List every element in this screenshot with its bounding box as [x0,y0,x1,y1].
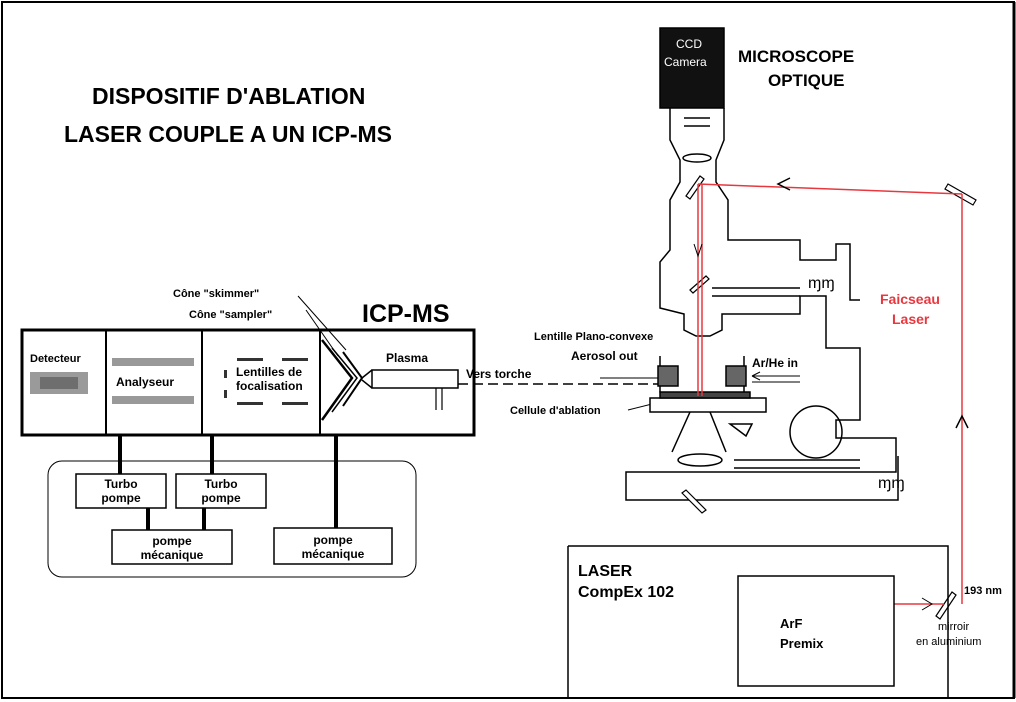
turbo2-label-2: pompe [201,491,241,505]
lentille-label: Lentille Plano-convexe [534,331,653,343]
laser-label-2: CompEx 102 [578,584,674,601]
pompe1-label-1: pompe [152,534,192,548]
cellule-label: Cellule d'ablation [510,405,601,417]
lentilles-label-1: Lentilles de [236,365,302,379]
coil-upper: ɱɱ [808,275,835,292]
miroir-label-1: mirroir [938,621,969,633]
microscope-label-1: MICROSCOPE [738,47,854,66]
cone-sampler-label: Cône "sampler" [189,309,272,321]
laser-label-1: LASER [578,563,633,580]
turbo2-label-1: Turbo [204,477,237,491]
plasma-label: Plasma [386,351,428,365]
wavelength-label: 193 nm [964,585,1002,597]
aerosol-out-label: Aerosol out [571,349,638,363]
faisceau-label-2: Laser [892,311,930,327]
miroir-label-2: en aluminium [916,636,981,648]
arf-label-1: ArF [780,616,802,631]
laser-beam-path [698,178,968,604]
cone-skimmer-label: Cône "skimmer" [173,288,259,300]
icpms-instrument: ICP-MS Detecteur Analyseur Lentilles de … [22,288,474,577]
microscope-label-2: OPTIQUE [768,71,845,90]
ccd-label-1: CCD [676,37,702,51]
optical-microscope [626,28,898,500]
turbo1-label-2: pompe [101,491,141,505]
coil-lower: ɱɱ [878,475,905,492]
turbo1-label-1: Turbo [104,477,137,491]
analyser-rod-bottom [112,396,194,404]
pompe2-label-2: mécanique [302,547,365,561]
analyseur-label: Analyseur [116,375,174,389]
laser-source: LASER CompEx 102 ArF Premix [568,546,948,698]
pompe1-label-2: mécanique [141,548,204,562]
arf-premix-cavity [738,576,894,686]
detecteur-label: Detecteur [30,353,81,365]
faisceau-label-1: Faicseau [880,291,940,307]
title-line-1: DISPOSITIF D'ABLATION [92,83,365,109]
vers-torche-label: Vers torche [466,367,532,381]
ar-he-in-label: Ar/He in [752,356,798,370]
analyser-rod-top [112,358,194,366]
arf-label-2: Premix [780,636,824,651]
pompe2-label-1: pompe [313,533,353,547]
title-line-2: LASER COUPLE A UN ICP-MS [64,121,392,147]
icpms-heading: ICP-MS [362,300,450,328]
lentilles-label-2: focalisation [236,379,303,393]
ccd-label-2: Camera [664,55,707,69]
